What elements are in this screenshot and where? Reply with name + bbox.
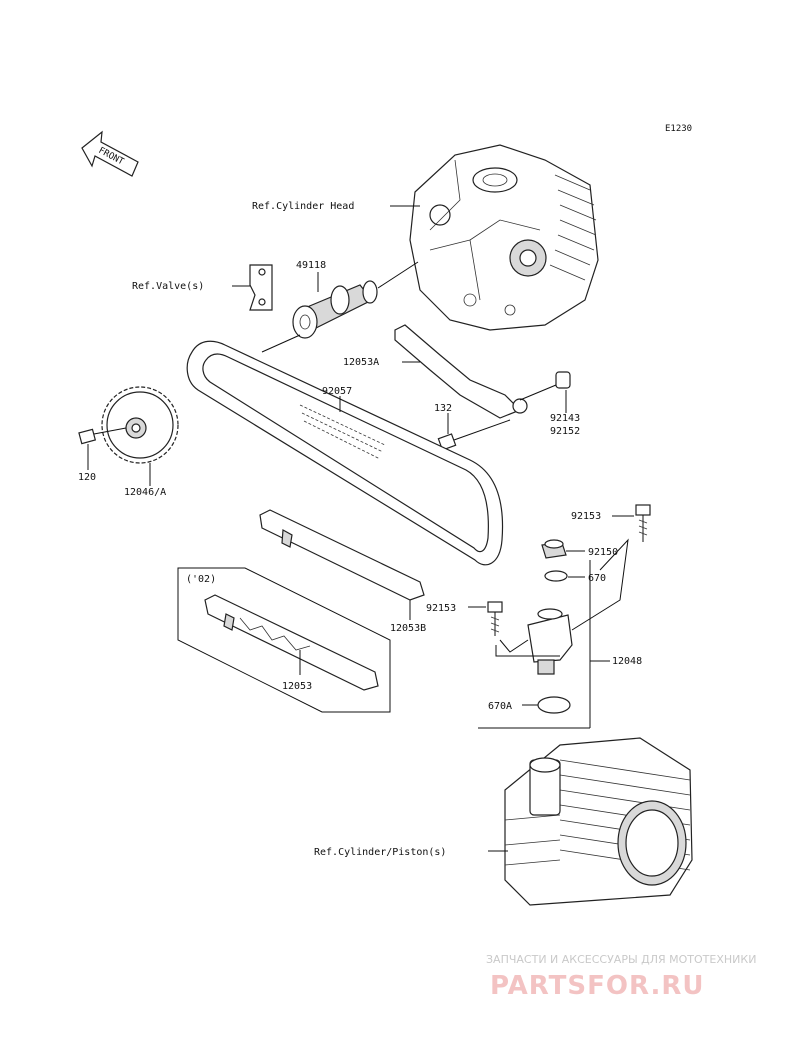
- o-ring-670: [544, 570, 568, 582]
- watermark: ЗАПЧАСТИ И АКСЕССУАРЫ ДЛЯ МОТОТЕХНИКИ PA…: [486, 953, 756, 1001]
- chain-guide-upper: [394, 324, 528, 419]
- tensioner-bolt-mid: [487, 601, 503, 636]
- callout-12053b: 12053B: [390, 623, 426, 634]
- callout-132: 132: [434, 403, 452, 414]
- variant-box: [177, 567, 391, 713]
- callout-variant-02: ('02): [186, 574, 216, 585]
- callout-ref-cylinder-piston: Ref.Cylinder/Piston(s): [314, 847, 446, 858]
- bolt-132: [437, 419, 511, 451]
- callout-670: 670: [588, 573, 606, 584]
- callout-120: 120: [78, 472, 96, 483]
- callout-92152: 92152: [550, 426, 580, 437]
- o-ring-670a: [537, 696, 571, 714]
- cap-bolt: [541, 539, 567, 559]
- callout-670a: 670A: [488, 701, 512, 712]
- callout-12046a: 12046/A: [124, 487, 166, 498]
- cam-chain: [186, 340, 504, 566]
- chain-tensioner: [478, 538, 629, 729]
- bolt-120: [78, 427, 127, 445]
- chain-guide-lower: [259, 509, 425, 601]
- guide-pin: [519, 371, 571, 401]
- callout-ref-cylinder-head: Ref.Cylinder Head: [252, 201, 354, 212]
- callout-92153-mid: 92153: [426, 603, 456, 614]
- cam-sprocket: [101, 386, 179, 464]
- callout-92143: 92143: [550, 413, 580, 424]
- cylinder-block: [504, 737, 693, 906]
- callout-92153-top: 92153: [571, 511, 601, 522]
- callout-12053: 12053: [282, 681, 312, 692]
- diagram-code: E1230: [665, 124, 692, 134]
- callout-92057: 92057: [322, 386, 352, 397]
- watermark-tagline: ЗАПЧАСТИ И АКСЕССУАРЫ ДЛЯ МОТОТЕХНИКИ: [486, 953, 756, 966]
- watermark-brand: PARTSFOR.RU: [490, 971, 704, 1001]
- front-arrow-icon: FRONT: [81, 130, 139, 177]
- callout-ref-valves: Ref.Valve(s): [132, 281, 204, 292]
- callout-12048: 12048: [612, 656, 642, 667]
- valve-bracket: [249, 264, 273, 311]
- tensioner-bolt-top: [635, 504, 651, 542]
- camshaft: [261, 261, 419, 353]
- callout-92150: 92150: [588, 547, 618, 558]
- callout-49118: 49118: [296, 260, 326, 271]
- callout-12053a: 12053A: [343, 357, 379, 368]
- cylinder-head: [409, 144, 599, 331]
